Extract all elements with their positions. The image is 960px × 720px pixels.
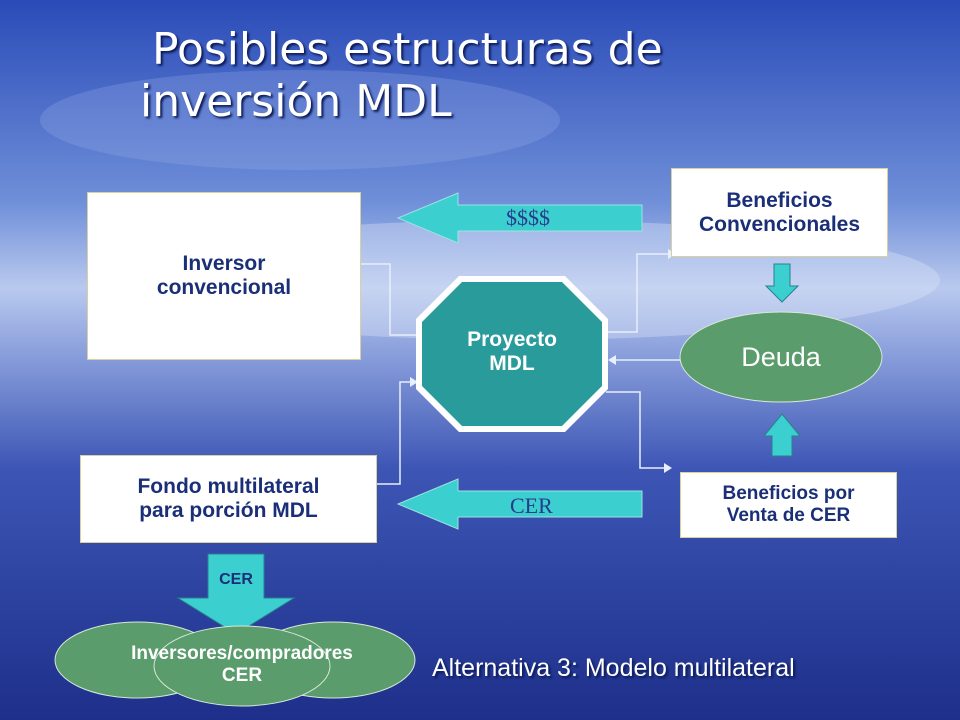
inversor-convencional-box: Inversor convencional: [87, 192, 361, 360]
connector-inversor-proyecto: [361, 263, 418, 336]
deuda-ellipse: [679, 311, 883, 403]
arrowhead-to-beneficios-cer: [664, 463, 672, 473]
cer-flow-arrow-label: CER: [510, 493, 553, 518]
proyecto-octagon: [422, 282, 602, 426]
connector-proyecto-beneficios-conv: [606, 253, 670, 333]
beneficios-convencionales-box: Beneficios Convencionales: [671, 168, 888, 257]
beneficios-cer-box: Beneficios por Venta de CER: [680, 472, 897, 538]
inversor-convencional-label: Inversor convencional: [156, 252, 292, 299]
connector-fondo-proyecto: [377, 381, 418, 485]
cer-down-arrow: [176, 553, 296, 635]
cer-flow-arrow: [396, 478, 643, 530]
fondo-multilateral-box: Fondo multilateral para porción MDL: [80, 455, 377, 543]
proyecto-mdl-label: Proyecto MDL: [467, 328, 557, 375]
title-line-2: inversión MDL: [140, 76, 452, 127]
money-arrow: [396, 192, 643, 244]
beneficios-cer-label: Beneficios por Venta de CER: [722, 483, 855, 526]
title-line-1: Posibles estructuras de: [152, 24, 663, 75]
arrowhead-to-proyecto-from-deuda: [608, 355, 616, 365]
beneficios-convencionales-label: Beneficios Convencionales: [698, 188, 861, 236]
inversores-cer-label: Inversores/compradores CER: [131, 643, 353, 686]
slide-title: Posibles estructuras de inversión MDL: [140, 24, 860, 128]
connector-proyecto-beneficios-cer: [606, 391, 670, 469]
inversores-cer-node: Inversores/compradores CER: [92, 636, 392, 694]
slide-caption: Alternativa 3: Modelo multilateral: [432, 654, 795, 682]
proyecto-mdl-node: Proyecto MDL: [422, 312, 602, 392]
money-arrow-label: $$$$: [506, 205, 550, 230]
cer-down-label: CER: [219, 571, 253, 588]
arrowhead-to-proyecto-2: [410, 377, 418, 387]
down-arrow-to-deuda: [764, 263, 800, 303]
up-arrow-to-deuda: [762, 413, 802, 457]
fondo-multilateral-label: Fondo multilateral para porción MDL: [137, 475, 320, 522]
inversores-ellipse-center: [153, 625, 331, 707]
deuda-node: Deuda: [741, 341, 821, 372]
